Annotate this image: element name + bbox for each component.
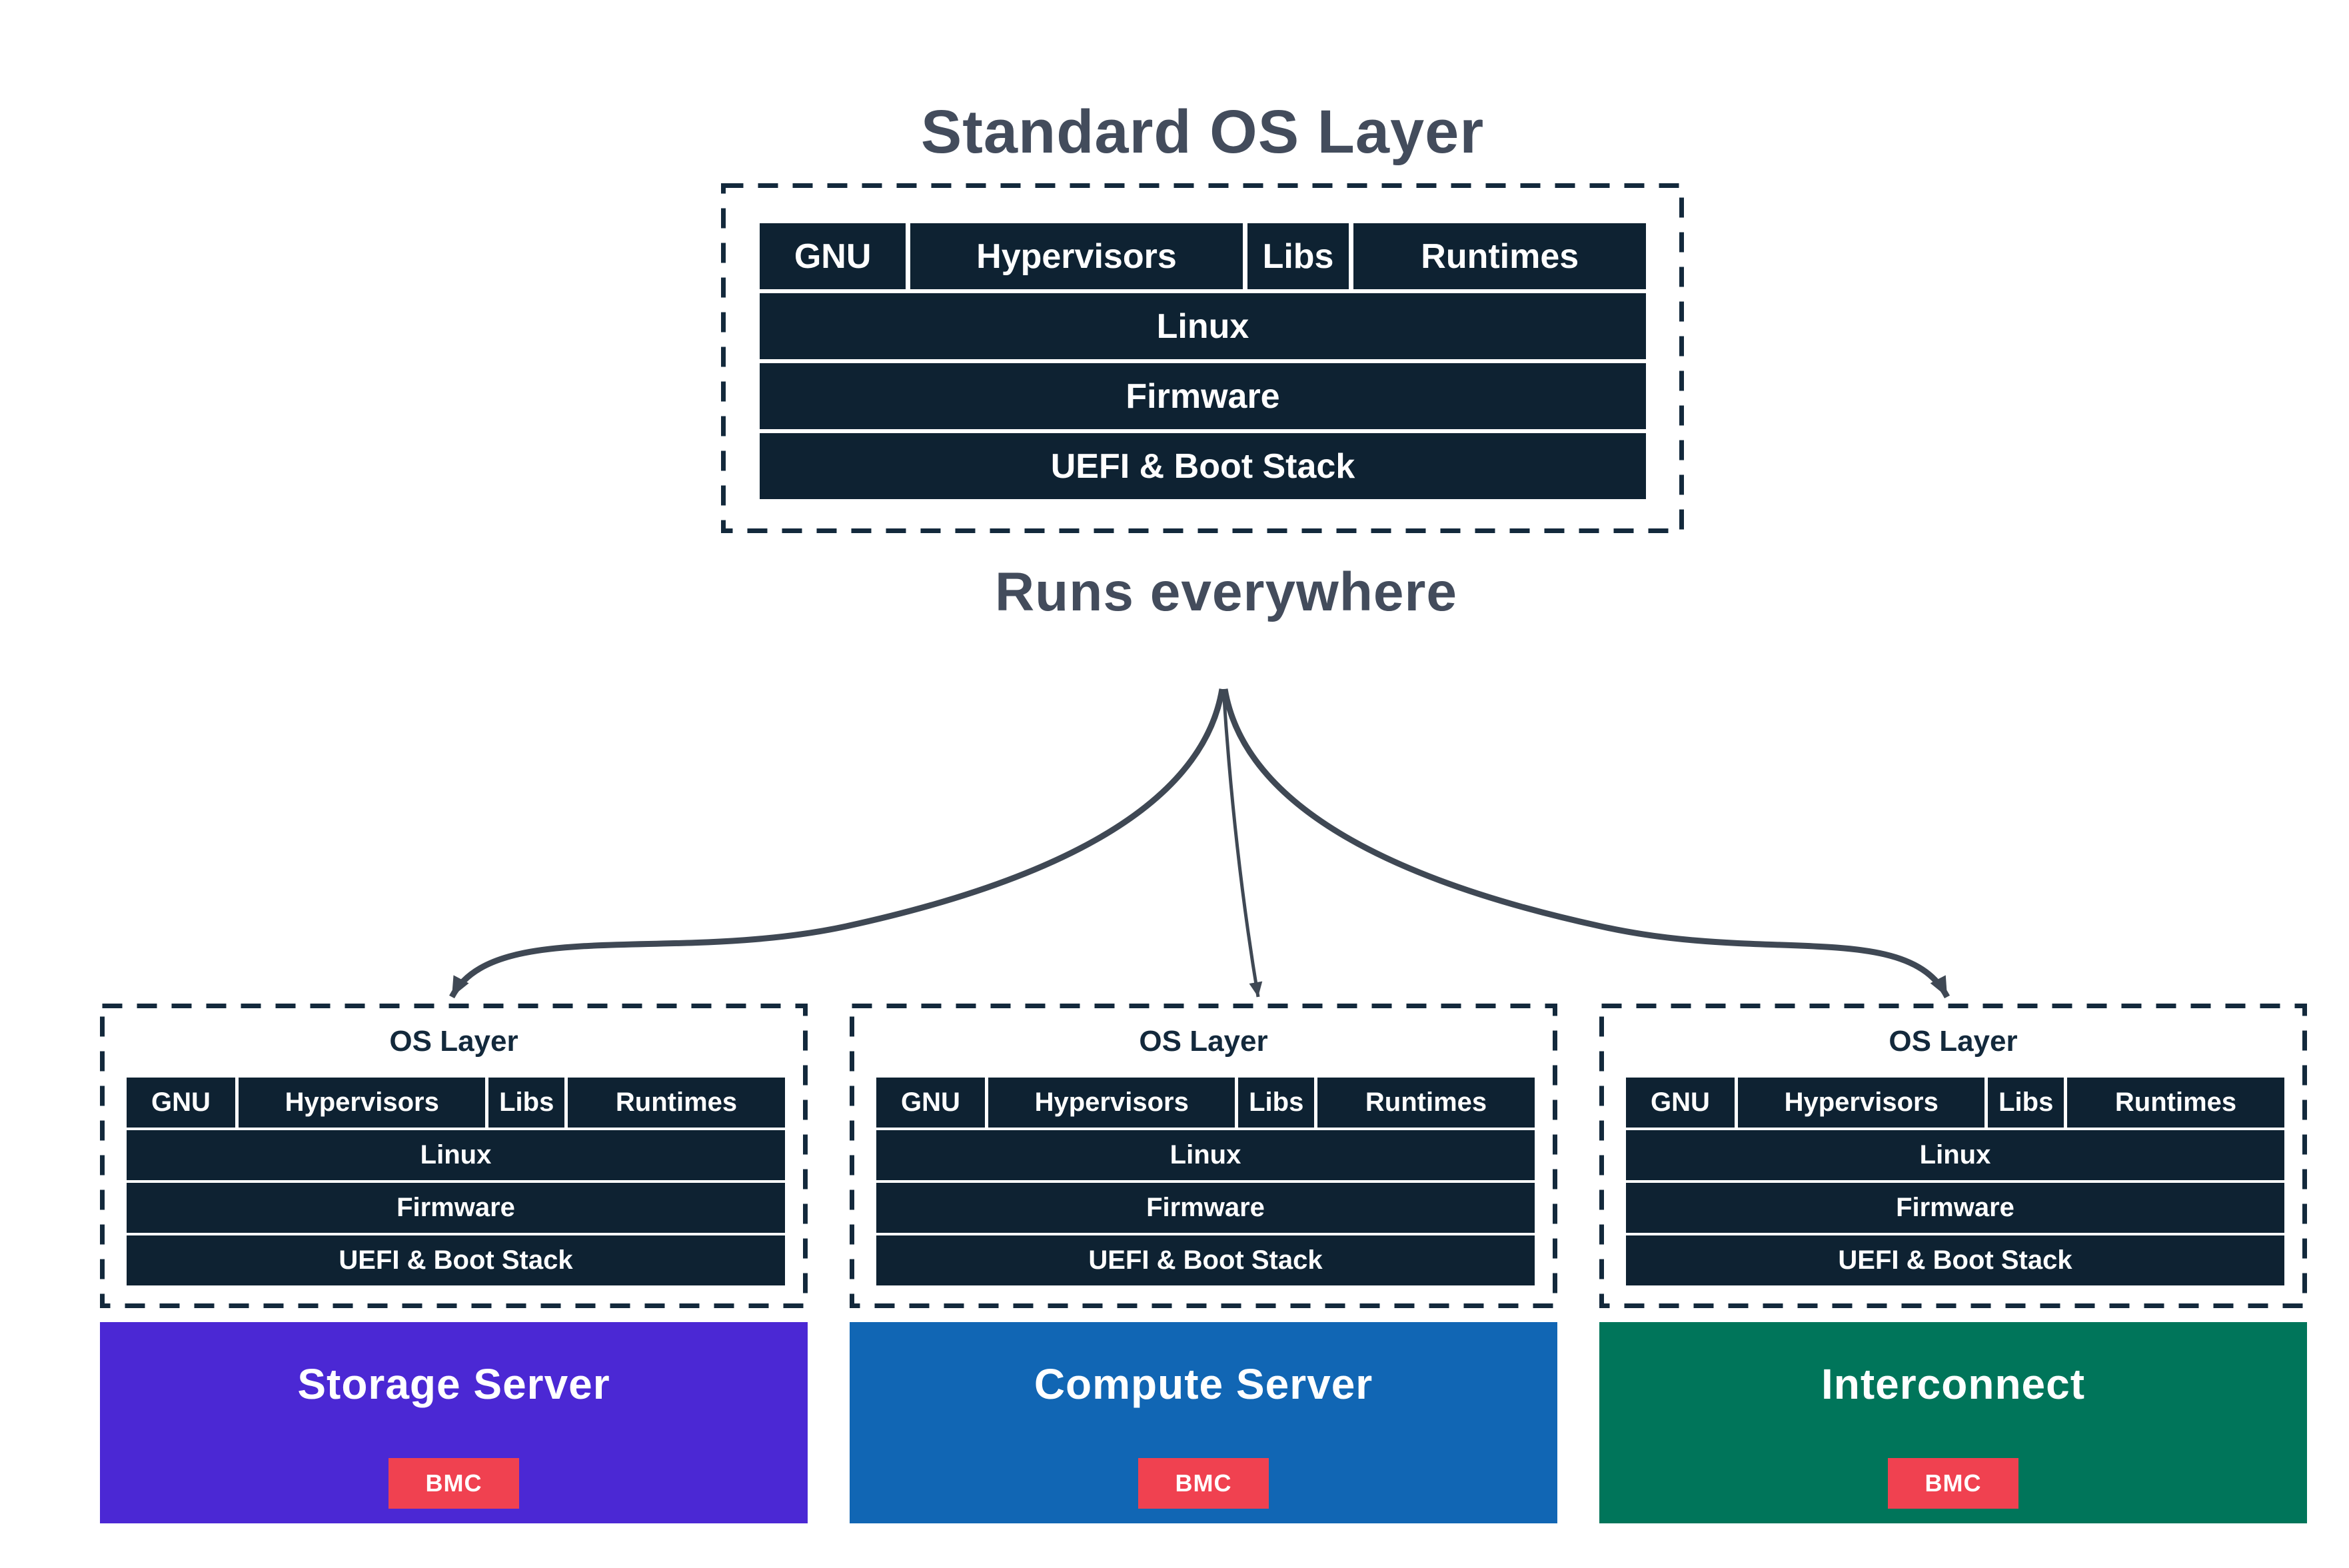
os-stack-storage: GNU Hypervisors Libs Runtimes Linux Firm… [127, 1078, 785, 1285]
arrow-to-storage [449, 688, 1225, 999]
os-layer-label-compute: OS Layer [1139, 1025, 1268, 1058]
stack-row-linux: Linux [1626, 1130, 2284, 1180]
stack-row-uefi: UEFI & Boot Stack [1626, 1235, 2284, 1285]
stack-cell-libs: Libs [1988, 1078, 2064, 1128]
stack-row-firmware: Firmware [876, 1183, 1535, 1233]
stack-row-uefi: UEFI & Boot Stack [876, 1235, 1535, 1285]
stack-cell-gnu: GNU [127, 1078, 235, 1128]
bmc-badge-interconnect: BMC [1888, 1458, 2018, 1509]
os-layer-label-storage: OS Layer [389, 1025, 518, 1058]
stack-top-row: GNU Hypervisors Libs Runtimes [760, 223, 1646, 289]
server-title-compute: Compute Server [1034, 1360, 1373, 1408]
stack-row-linux: Linux [760, 293, 1646, 359]
server-box-interconnect: Interconnect BMC [1599, 1322, 2307, 1523]
stack-cell-hypervisors: Hypervisors [988, 1078, 1235, 1128]
bmc-badge-storage: BMC [389, 1458, 519, 1509]
stack-cell-gnu: GNU [760, 223, 906, 289]
stack-top-row: GNU Hypervisors Libs Runtimes [876, 1078, 1535, 1128]
stack-cell-gnu: GNU [876, 1078, 985, 1128]
arrow-to-compute [1221, 688, 1263, 998]
stack-cell-hypervisors: Hypervisors [910, 223, 1243, 289]
stack-cell-runtimes: Runtimes [1353, 223, 1646, 289]
arrow-to-interconnect [1221, 688, 1950, 999]
page-title: Standard OS Layer [920, 98, 1485, 166]
os-stack-compute: GNU Hypervisors Libs Runtimes Linux Firm… [876, 1078, 1535, 1285]
stack-row-firmware: Firmware [760, 363, 1646, 429]
server-box-compute: Compute Server BMC [850, 1322, 1557, 1523]
runs-everywhere-label: Runs everywhere [994, 562, 1458, 622]
bmc-badge-compute: BMC [1138, 1458, 1269, 1509]
stack-row-firmware: Firmware [127, 1183, 785, 1233]
stack-row-uefi: UEFI & Boot Stack [760, 433, 1646, 499]
stack-cell-libs: Libs [1238, 1078, 1315, 1128]
stack-top-row: GNU Hypervisors Libs Runtimes [1626, 1078, 2284, 1128]
stack-row-linux: Linux [876, 1130, 1535, 1180]
server-title-storage: Storage Server [297, 1360, 610, 1408]
stack-top-row: GNU Hypervisors Libs Runtimes [127, 1078, 785, 1128]
stack-row-firmware: Firmware [1626, 1183, 2284, 1233]
stack-cell-libs: Libs [1247, 223, 1349, 289]
stack-cell-libs: Libs [488, 1078, 565, 1128]
standard-os-stack: GNU Hypervisors Libs Runtimes Linux Firm… [760, 223, 1646, 499]
os-layer-label-interconnect: OS Layer [1889, 1025, 2018, 1058]
stack-row-linux: Linux [127, 1130, 785, 1180]
server-title-interconnect: Interconnect [1821, 1360, 2086, 1408]
stack-row-uefi: UEFI & Boot Stack [127, 1235, 785, 1285]
os-stack-interconnect: GNU Hypervisors Libs Runtimes Linux Firm… [1626, 1078, 2284, 1285]
stack-cell-runtimes: Runtimes [568, 1078, 785, 1128]
stack-cell-gnu: GNU [1626, 1078, 1735, 1128]
stack-cell-runtimes: Runtimes [1317, 1078, 1535, 1128]
stack-cell-runtimes: Runtimes [2067, 1078, 2284, 1128]
stack-cell-hypervisors: Hypervisors [1737, 1078, 1985, 1128]
stack-cell-hypervisors: Hypervisors [238, 1078, 486, 1128]
server-box-storage: Storage Server BMC [100, 1322, 808, 1523]
